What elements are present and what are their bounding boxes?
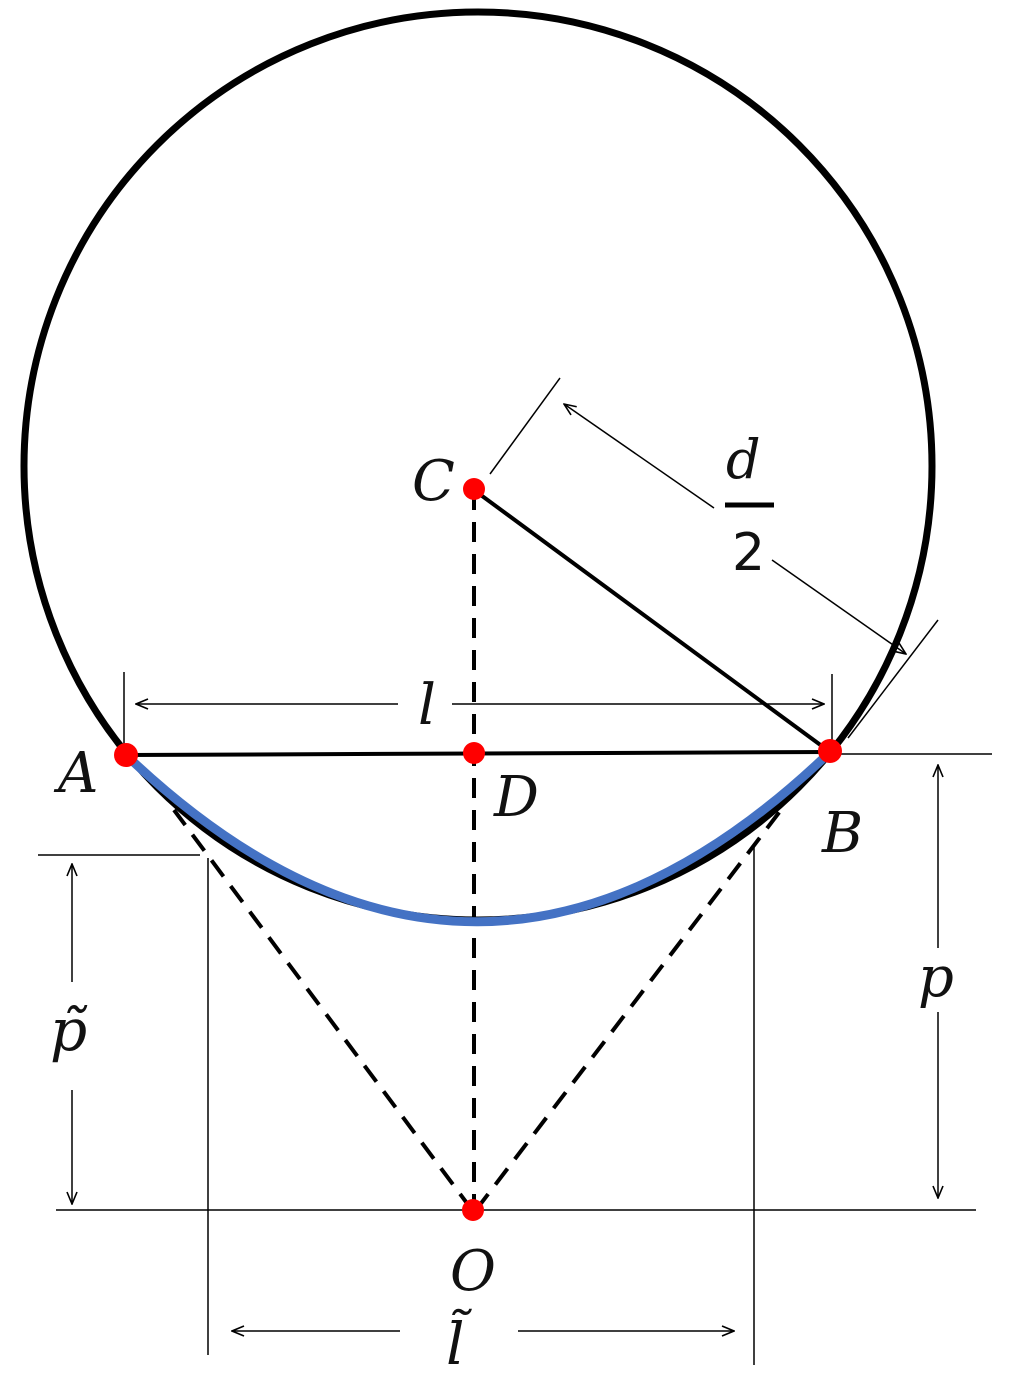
label-c: C [412, 449, 455, 514]
label-d-denominator: 2 [732, 523, 765, 583]
radius-cb [472, 488, 832, 754]
point-a [114, 743, 138, 767]
arc-ab [121, 747, 835, 927]
label-d: D [493, 765, 539, 830]
label-d-numerator: d [726, 428, 761, 491]
label-p-tilde: p̃ [50, 996, 88, 1064]
dashed-ob [474, 804, 786, 1212]
dashed-oa [172, 808, 474, 1212]
label-o: O [450, 1239, 496, 1304]
point-o [462, 1199, 484, 1221]
arrow-d-bottom [771, 559, 906, 654]
point-c [463, 478, 485, 500]
point-d [463, 742, 485, 764]
tick-d-top [489, 377, 561, 475]
label-l: l [418, 673, 436, 738]
point-b [818, 739, 842, 763]
tick-d-bottom [847, 619, 939, 739]
label-p: p [918, 945, 954, 1010]
label-l-tilde: l̃ [446, 1307, 473, 1378]
label-b: B [821, 801, 863, 866]
arrow-d-top [564, 404, 715, 509]
label-a: A [53, 741, 98, 806]
